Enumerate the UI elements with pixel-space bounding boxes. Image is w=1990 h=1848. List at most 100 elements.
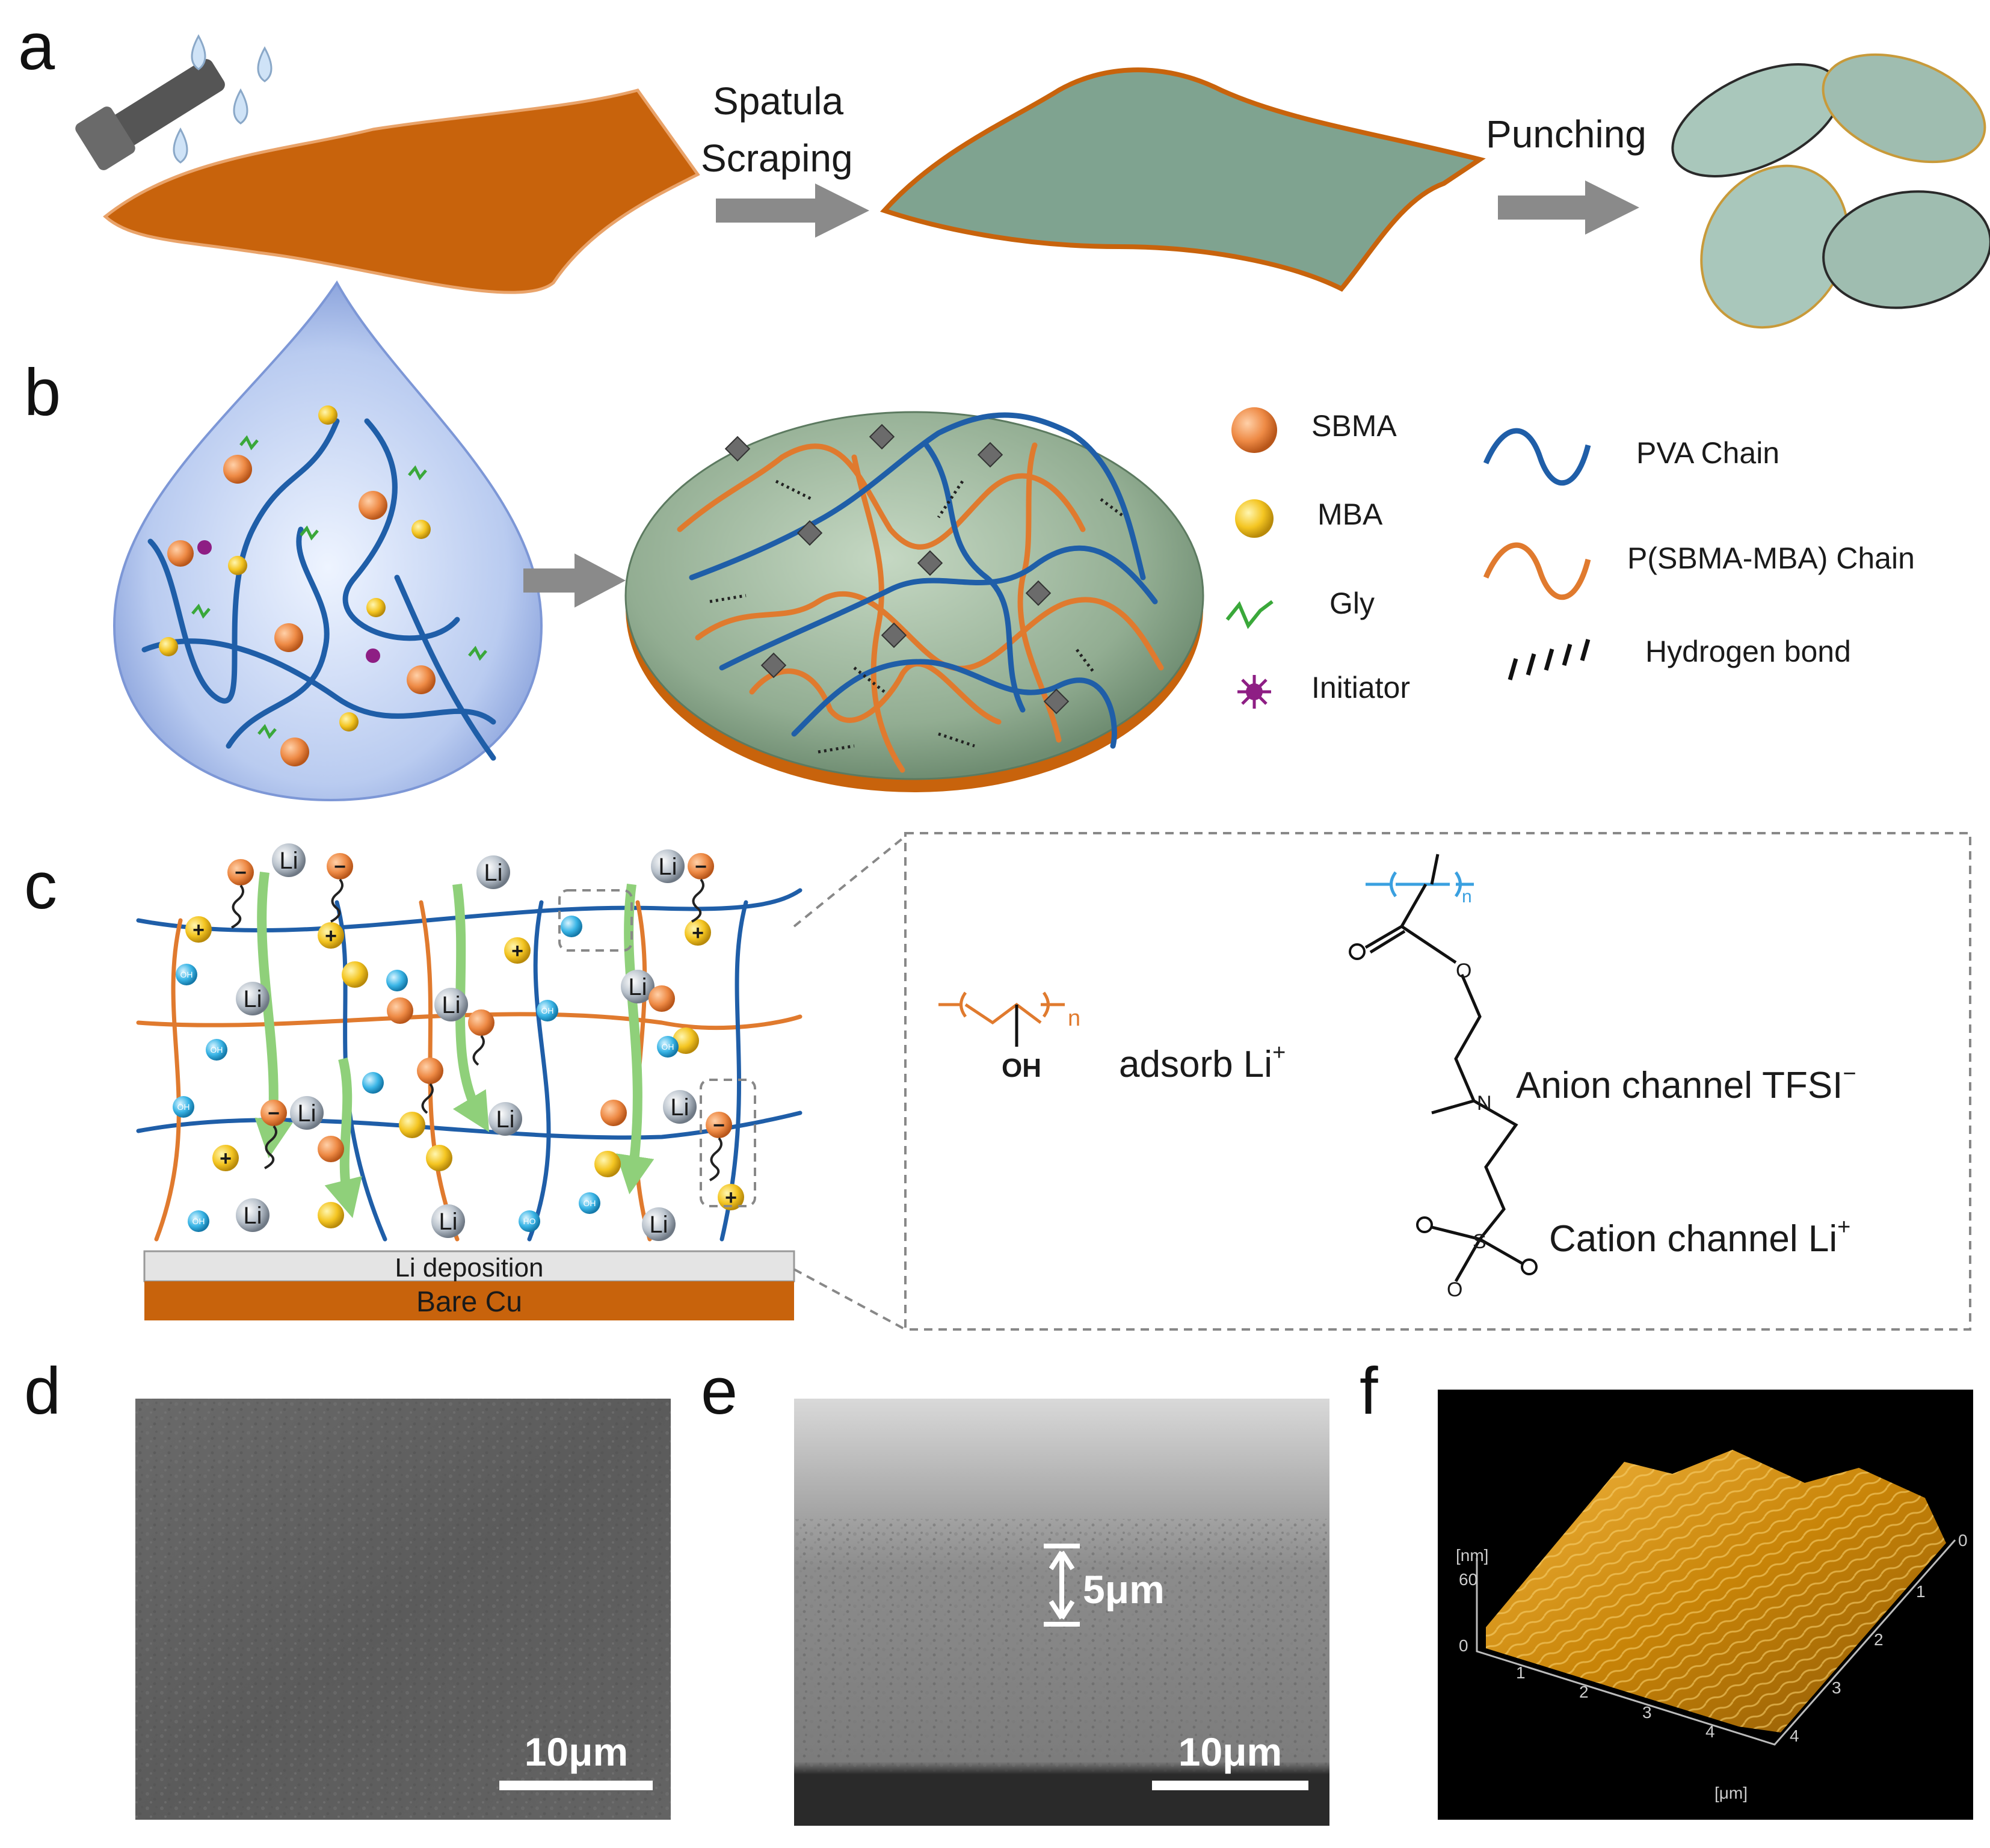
svg-text:O: O [1447,1278,1462,1301]
afm-tick-labels: 0 60 [nm] 1 2 3 4 0 1 2 3 4 [μm] [1456,1531,1968,1802]
zoom-connector [793,832,1971,1331]
svg-text:S: S [1473,1230,1486,1253]
svg-text:+: + [220,1147,232,1170]
legend-gly-icon [1225,600,1274,629]
li-deposition-layer [143,1250,795,1283]
step-label-spatula: Spatula [713,79,843,123]
panel-letter-c: c [24,849,57,923]
svg-text:0: 0 [1459,1636,1468,1655]
droplet-chains [141,418,496,761]
svg-text:1: 1 [1516,1663,1526,1682]
svg-text:4: 4 [1705,1722,1715,1741]
svg-text:Li: Li [279,848,298,874]
orange-film [103,88,700,294]
svg-text:[μm]: [μm] [1714,1784,1748,1802]
li-ion-labels: Li Li Li Li Li Li Li Li Li Li Li Li [243,848,689,1238]
zwitterion-tethers [231,878,722,1181]
process-arrow-3 [523,553,626,608]
panel-letter-e: e [701,1354,738,1428]
svg-text:−: − [713,1114,725,1137]
thickness-marker [1044,1544,1080,1627]
svg-text:+: + [325,925,337,947]
adsorb-label: adsorb Li+ [1119,1040,1286,1085]
scale-label-e: 10μm [1178,1729,1282,1774]
process-arrow-2 [1498,180,1639,235]
legend-gly: Gly [1329,587,1375,620]
coater-icon [75,34,273,170]
svg-text:+: + [193,919,205,941]
svg-text:HO: HO [523,1216,536,1226]
legend-pva: PVA Chain [1636,436,1779,470]
zoom-box-small-2 [700,1079,756,1207]
svg-text:[nm]: [nm] [1456,1546,1488,1565]
hydroxyl-groups [173,916,679,1232]
li-ions [236,843,697,1241]
droplet-particles [159,405,487,766]
zoom-box-small-1 [558,889,633,952]
svg-text:Li: Li [243,986,262,1012]
afm-axes [1476,1539,1956,1746]
panel-f: f 0 60 [nm] 1 2 3 4 0 1 2 3 4 [μm] [1360,1354,1973,1820]
svg-text:Li: Li [649,1212,668,1238]
svg-text:+: + [511,940,523,962]
svg-text:O: O [1456,959,1471,982]
legend-mba-icon [1235,499,1274,538]
svg-text:Li: Li [670,1094,689,1121]
svg-text:3: 3 [1832,1678,1841,1697]
zwitterion-groups [185,853,744,1228]
svg-text:Li: Li [658,854,677,880]
svg-text:2: 2 [1874,1630,1884,1649]
legend-psbma: P(SBMA-MBA) Chain [1627,541,1915,575]
panel-letter-b: b [24,356,61,430]
li-deposition-label: Li deposition [395,1253,543,1283]
svg-text:OH: OH [180,970,193,979]
legend-mba: MBA [1317,497,1383,531]
svg-text:OH: OH [193,1216,205,1226]
scale-label-d: 10μm [525,1729,628,1774]
legend-sbma-icon [1231,407,1277,453]
svg-text:Li: Li [628,974,647,1000]
svg-text:60: 60 [1459,1570,1477,1589]
svg-text:Li: Li [442,992,460,1018]
panel-letter-a: a [18,10,55,84]
svg-text:2: 2 [1579,1683,1589,1701]
legend-hbond: Hydrogen bond [1645,635,1851,668]
scale-bar-d [499,1781,653,1790]
svg-text:−: − [695,855,707,878]
cation-channel-label: Cation channel Li+ [1549,1215,1850,1260]
punched-disks [1671,53,1990,329]
svg-text:1: 1 [1916,1582,1926,1601]
svg-text:3: 3 [1642,1703,1652,1722]
panel-b: b [24,280,1915,802]
svg-text:Li: Li [297,1100,316,1127]
bare-cu-layer [144,1281,794,1320]
panel-letter-f: f [1360,1354,1378,1428]
panel-c: c [24,832,1971,1331]
svg-text:OH: OH [584,1198,596,1208]
svg-text:Li: Li [484,860,502,886]
step-label-scraping: Scraping [701,137,853,180]
svg-text:−: − [334,855,346,878]
svg-text:OH: OH [662,1042,674,1052]
scale-bar-e [1152,1781,1308,1790]
svg-text:OH: OH [211,1045,223,1055]
legend-b: SBMA MBA Gly Initiator PVA Chain P(SBMA-… [1225,407,1915,709]
precursor-droplet [112,280,543,802]
svg-text:+: + [725,1186,737,1209]
svg-text:0: 0 [1958,1531,1968,1550]
chem-pva-n: n [1068,1006,1080,1031]
svg-text:−: − [268,1102,280,1125]
legend-initiator: Initiator [1311,671,1410,704]
panel-a: a Spatula Scraping Punching [18,10,1990,329]
bare-cu-label: Bare Cu [416,1286,522,1318]
chem-pva-oh: OH [1002,1053,1041,1083]
svg-text:4: 4 [1790,1726,1799,1745]
green-film [879,67,1486,292]
svg-text:Li: Li [496,1106,514,1133]
legend-initiator-icon [1237,675,1271,709]
legend-psbma-icon [1483,542,1591,600]
zwitterion-signs: + + + + + + − − − − − [193,855,737,1209]
thickness-label: 5μm [1083,1567,1165,1612]
panel-e: e 5μm 10μm [701,1354,1329,1826]
